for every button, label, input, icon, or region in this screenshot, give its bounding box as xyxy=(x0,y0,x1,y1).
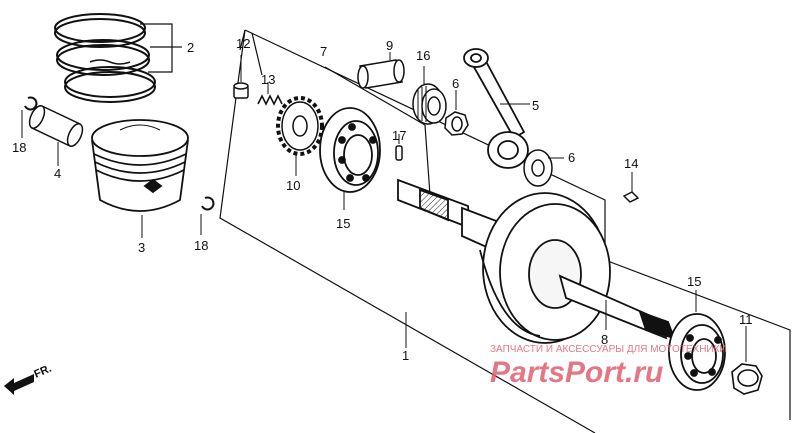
circlip xyxy=(200,196,215,235)
ball-bearing xyxy=(668,290,726,391)
callout-9: 9 xyxy=(386,38,393,53)
piston-rings xyxy=(54,13,156,103)
needle-bearing xyxy=(412,66,447,125)
callout-16: 16 xyxy=(416,48,430,63)
piston xyxy=(91,119,189,238)
callout-13: 13 xyxy=(261,72,275,87)
callout-6: 6 xyxy=(568,150,575,165)
thrust-washer xyxy=(523,149,564,187)
watermark: ЗАПЧАСТИ И АКСЕССУАРЫ ДЛЯ МОТОТЕХНИКИ Pa… xyxy=(490,344,727,389)
callout-2: 2 xyxy=(187,40,194,55)
callout-18: 18 xyxy=(12,140,26,155)
callout-10: 10 xyxy=(286,178,300,193)
woodruff-key xyxy=(395,134,403,161)
piston-pin xyxy=(28,104,84,166)
callout-18: 18 xyxy=(194,238,208,253)
leader-2 xyxy=(140,23,182,73)
callout-8: 8 xyxy=(601,332,608,347)
nut xyxy=(731,326,763,395)
spring xyxy=(257,82,283,106)
callouts: 2 18 4 3 18 12 13 7 9 16 6 5 6 10 17 15 … xyxy=(12,36,753,363)
front-direction-arrow: FR. xyxy=(4,363,53,395)
connecting-rod xyxy=(463,48,530,169)
watermark-brand: PartsPort.ru xyxy=(490,356,663,389)
callout-15: 15 xyxy=(336,216,350,231)
small-key xyxy=(622,172,640,203)
callout-1: 1 xyxy=(402,348,409,363)
callout-15: 15 xyxy=(687,274,701,289)
crankshaft xyxy=(397,178,676,344)
plug xyxy=(233,55,249,99)
callout-4: 4 xyxy=(54,166,61,181)
callout-14: 14 xyxy=(624,156,638,171)
callout-17: 17 xyxy=(392,128,406,143)
callout-3: 3 xyxy=(138,240,145,255)
callout-12: 12 xyxy=(236,36,250,51)
front-label: FR. xyxy=(32,363,53,381)
callout-6: 6 xyxy=(452,76,459,91)
callout-5: 5 xyxy=(532,98,539,113)
callout-7: 7 xyxy=(320,44,327,59)
watermark-tagline: ЗАПЧАСТИ И АКСЕССУАРЫ ДЛЯ МОТОТЕХНИКИ xyxy=(490,344,727,355)
ball-bearing xyxy=(319,107,381,210)
crank-pin xyxy=(357,52,405,89)
callout-11: 11 xyxy=(739,312,753,327)
circlip xyxy=(21,96,38,138)
thrust-washer xyxy=(444,90,469,136)
drive-gear xyxy=(276,96,324,176)
